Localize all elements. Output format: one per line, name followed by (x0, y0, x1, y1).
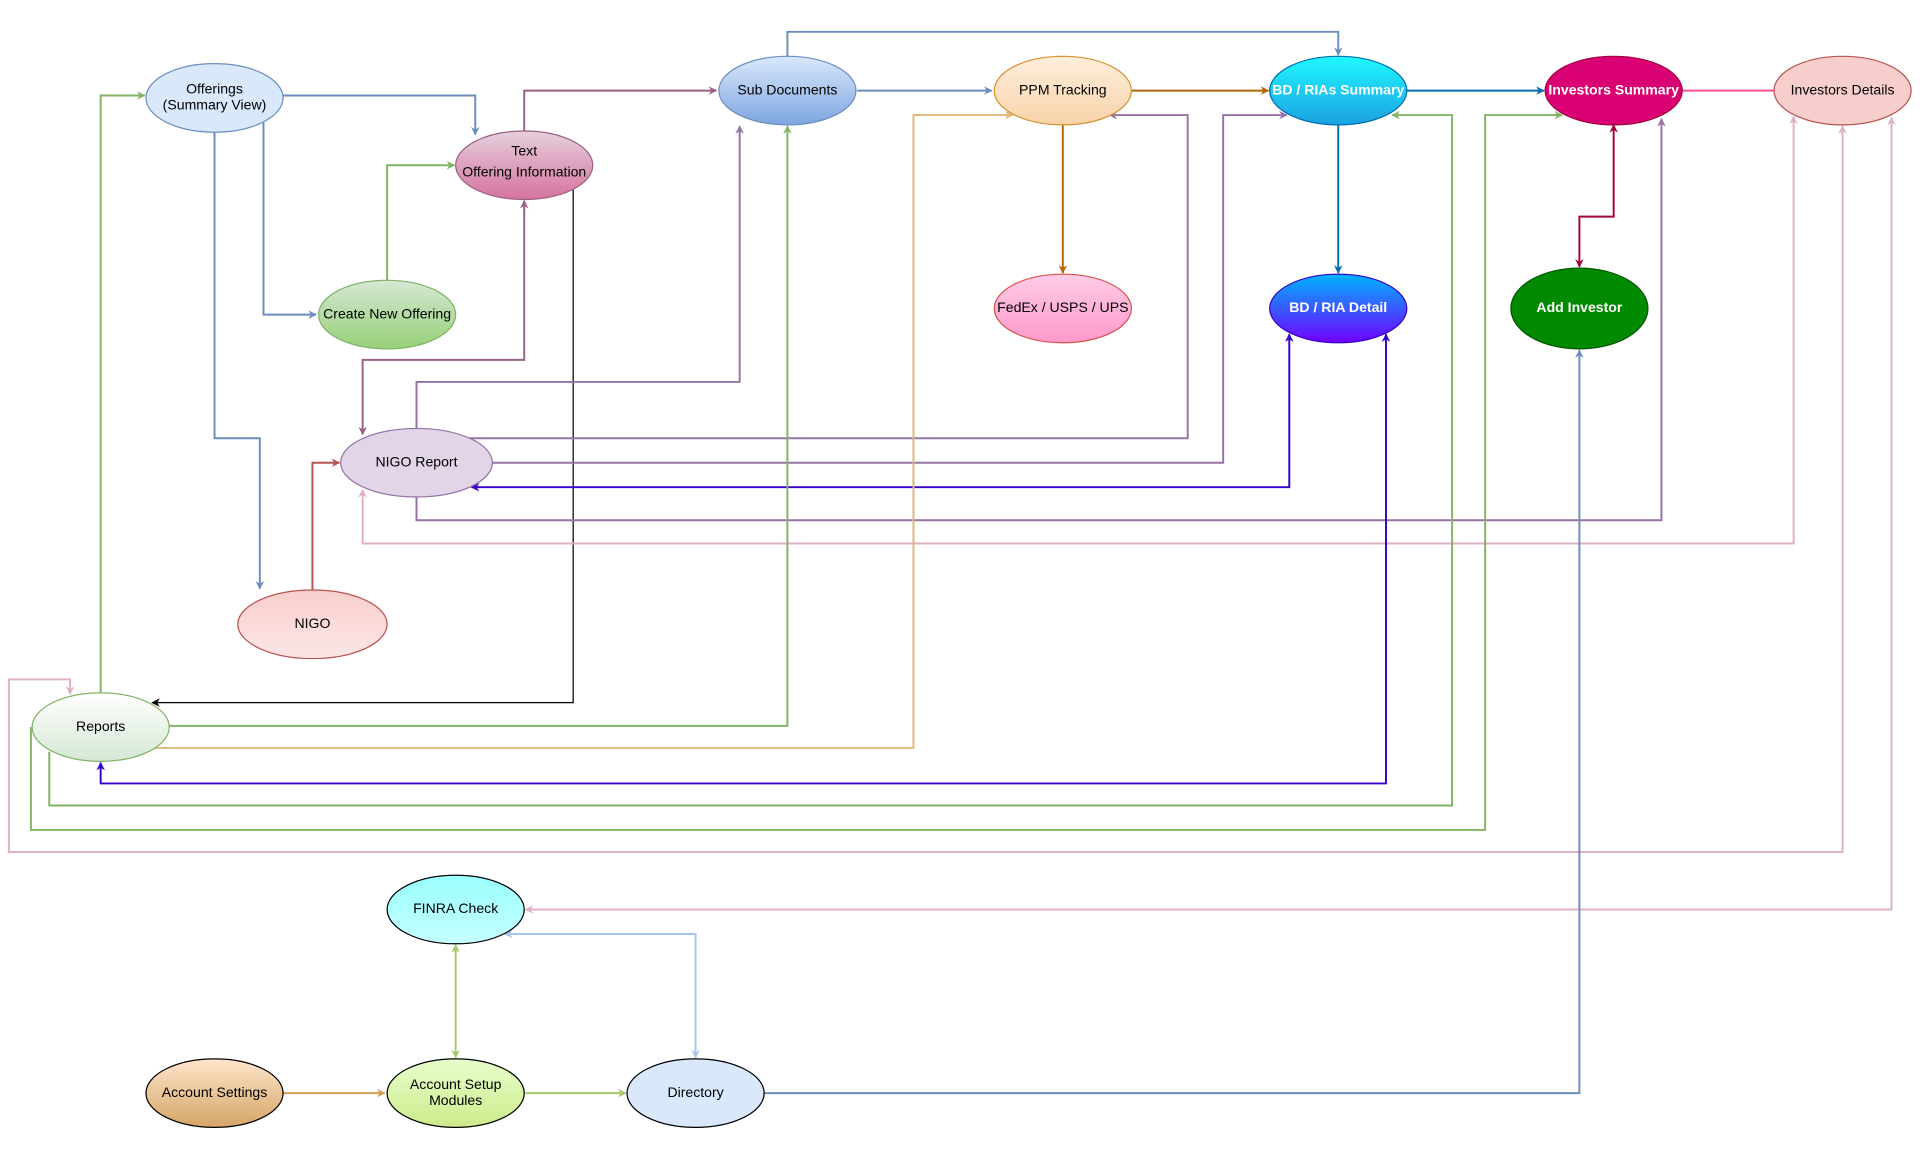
node-offerings[interactable]: Offerings(Summary View) (145, 63, 284, 133)
node-shape (339, 427, 494, 498)
node-shape (993, 55, 1132, 126)
edge-investors-details-to-reports[interactable] (7, 125, 1847, 853)
node-shape (1544, 55, 1683, 126)
node-label: NIGO Report (375, 453, 457, 469)
edge-directory-to-add-investor[interactable] (764, 349, 1584, 1095)
node-shape (1269, 273, 1408, 344)
nodes-layer: Offerings(Summary View) Offering Informat… (31, 55, 1912, 1129)
edge-finra-check-to-directory[interactable] (503, 929, 700, 1059)
node-shape (386, 874, 525, 945)
node-create-new-offering[interactable]: Create New Offering (317, 279, 457, 350)
edge-sub-documents-to-bd-rias-summary[interactable] (786, 30, 1343, 57)
node-finra-check[interactable]: FINRA Check (386, 874, 525, 945)
edge-nigo-report-to-bd-ria-detail[interactable] (470, 333, 1294, 492)
node-bd-rias-summary[interactable]: BD / RIAs Summary (1269, 55, 1408, 126)
node-shape (1773, 55, 1912, 126)
node-nigo[interactable]: NIGO (237, 589, 388, 660)
node-label: (Summary View) (163, 97, 267, 113)
edge-investors-details-to-finra-check[interactable] (524, 116, 1896, 914)
edge-nigo-report-to-bd-rias-summary[interactable] (492, 110, 1288, 464)
node-shape (1510, 267, 1649, 350)
node-shape (237, 589, 388, 660)
node-label: Offerings (186, 81, 243, 97)
node-label: BD / RIAs Summary (1272, 81, 1404, 97)
node-account-settings[interactable]: Account Settings (145, 1058, 284, 1129)
edge-reports-to-offerings[interactable] (99, 91, 146, 693)
node-label: Reports (76, 718, 125, 734)
node-shape (145, 63, 284, 133)
node-label: BD / RIA Detail (1289, 299, 1387, 315)
node-bd-ria-detail[interactable]: BD / RIA Detail (1269, 273, 1408, 344)
node-label: Directory (667, 1084, 723, 1100)
node-label: Investors Summary (1548, 81, 1679, 97)
node-label: PPM Tracking (1019, 81, 1107, 97)
node-shape (455, 130, 594, 201)
node-label: Account Settings (162, 1084, 268, 1100)
node-offering-information[interactable]: Offering Information Text (455, 130, 594, 201)
node-label: NIGO (294, 615, 330, 631)
node-extra-label: Text (511, 143, 537, 159)
node-label: Investors Details (1791, 81, 1895, 97)
node-investors-summary[interactable]: Investors Summary (1544, 55, 1683, 126)
edge-offerings-to-nigo[interactable] (213, 132, 265, 590)
node-shape (317, 279, 457, 350)
node-investors-details[interactable]: Investors Details (1773, 55, 1912, 126)
node-shape (626, 1058, 765, 1129)
edges-layer (7, 30, 1896, 1098)
node-label: FedEx / USPS / UPS (997, 299, 1128, 315)
edge-offering-information-to-sub-documents[interactable] (523, 86, 718, 131)
node-label: FINRA Check (413, 900, 499, 916)
node-label: Modules (429, 1092, 482, 1108)
edge-nigo-to-nigo-report[interactable] (311, 458, 341, 591)
edge-offerings-to-offering-information[interactable] (283, 94, 480, 136)
node-directory[interactable]: Directory (626, 1058, 765, 1129)
node-shape (386, 1058, 525, 1129)
node-shape (993, 273, 1132, 344)
node-shape (31, 692, 170, 763)
node-sub-documents[interactable]: Sub Documents (718, 55, 857, 126)
node-add-investor[interactable]: Add Investor (1510, 267, 1649, 350)
node-label: Sub Documents (737, 81, 837, 97)
node-label: Account Setup (410, 1076, 502, 1092)
node-label: Add Investor (1536, 299, 1622, 315)
node-fedex-usps-ups[interactable]: FedEx / USPS / UPS (993, 273, 1132, 344)
node-label: Offering Information (462, 163, 586, 179)
node-reports[interactable]: Reports (31, 692, 170, 763)
node-label: Create New Offering (323, 305, 451, 321)
node-shape (145, 1058, 284, 1129)
node-ppm-tracking[interactable]: PPM Tracking (993, 55, 1132, 126)
edge-reports-to-bd-ria-detail[interactable] (96, 333, 1391, 785)
node-shape (1269, 55, 1408, 126)
node-shape (718, 55, 857, 126)
edge-offerings-to-create-new-offering[interactable] (262, 122, 317, 319)
node-nigo-report[interactable]: NIGO Report (339, 427, 494, 498)
edge-investors-summary-to-add-investor[interactable] (1575, 124, 1618, 268)
edge-create-new-offering-to-offering-information[interactable] (386, 160, 456, 281)
